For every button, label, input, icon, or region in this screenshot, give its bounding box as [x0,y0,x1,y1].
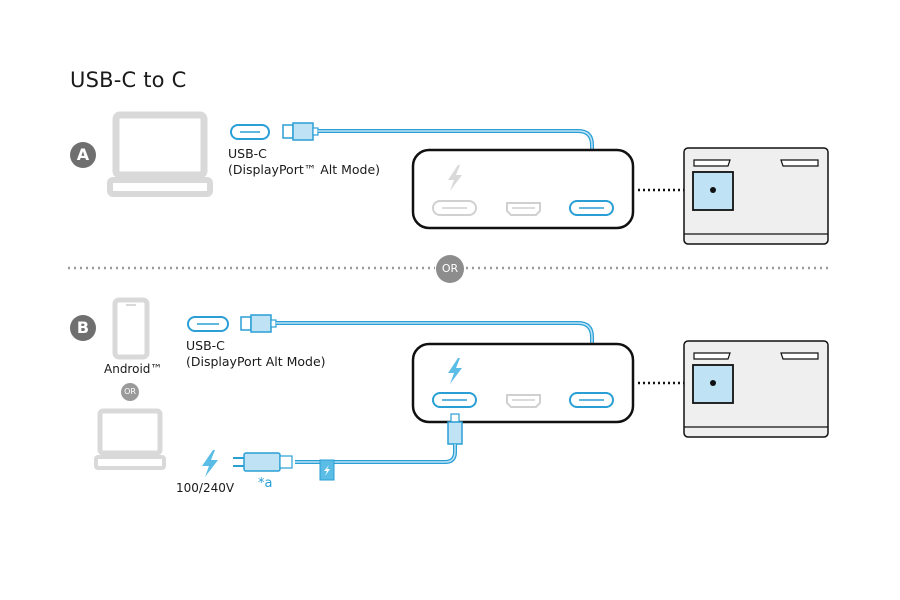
footnote-label: *a [258,476,273,491]
lightning-icon [202,450,218,477]
option-a-badge: A [70,142,96,168]
power-bolt-icon [448,358,462,384]
power-voltage-label: 100/240V [176,481,235,495]
usb-c-port-icon [230,124,270,140]
power-adapter-icon [233,452,293,472]
usb-c-plug-icon [282,122,319,141]
hdmi-port-icon [506,394,541,408]
power-cable [295,444,457,464]
port-label-b-line1: USB-C [186,338,225,353]
or-separator-badge: OR [436,255,464,283]
dock-a [411,148,635,230]
port-label-a-line2: (DisplayPort™ Alt Mode) [228,162,381,177]
monitor-icon [683,340,829,438]
usb-c-port-icon [187,316,229,332]
laptop-icon [107,111,213,197]
power-bolt-icon [448,165,462,191]
phone-icon [112,297,150,360]
port-label-b: USB-C (DisplayPort Alt Mode) [186,338,326,370]
usb-c-port-active-icon [569,200,614,216]
android-label: Android™ [104,362,163,376]
usb-c-port-active-icon [432,392,477,408]
or-small-badge: OR [121,383,139,401]
port-label-a: USB-C (DisplayPort™ Alt Mode) [228,146,380,178]
monitor-icon [683,147,829,245]
hdmi-port-icon [506,202,541,216]
port-label-a-line1: USB-C [228,146,267,161]
usb-c-port-active-icon [569,392,614,408]
usb-c-plug-icon [240,314,277,333]
page-title: USB-C to C [70,68,187,92]
option-b-badge: B [70,315,96,341]
dock-b [411,342,635,424]
laptop-icon [94,408,166,470]
port-label-b-line2: (DisplayPort Alt Mode) [186,354,326,369]
usb-c-port-icon [432,200,477,216]
